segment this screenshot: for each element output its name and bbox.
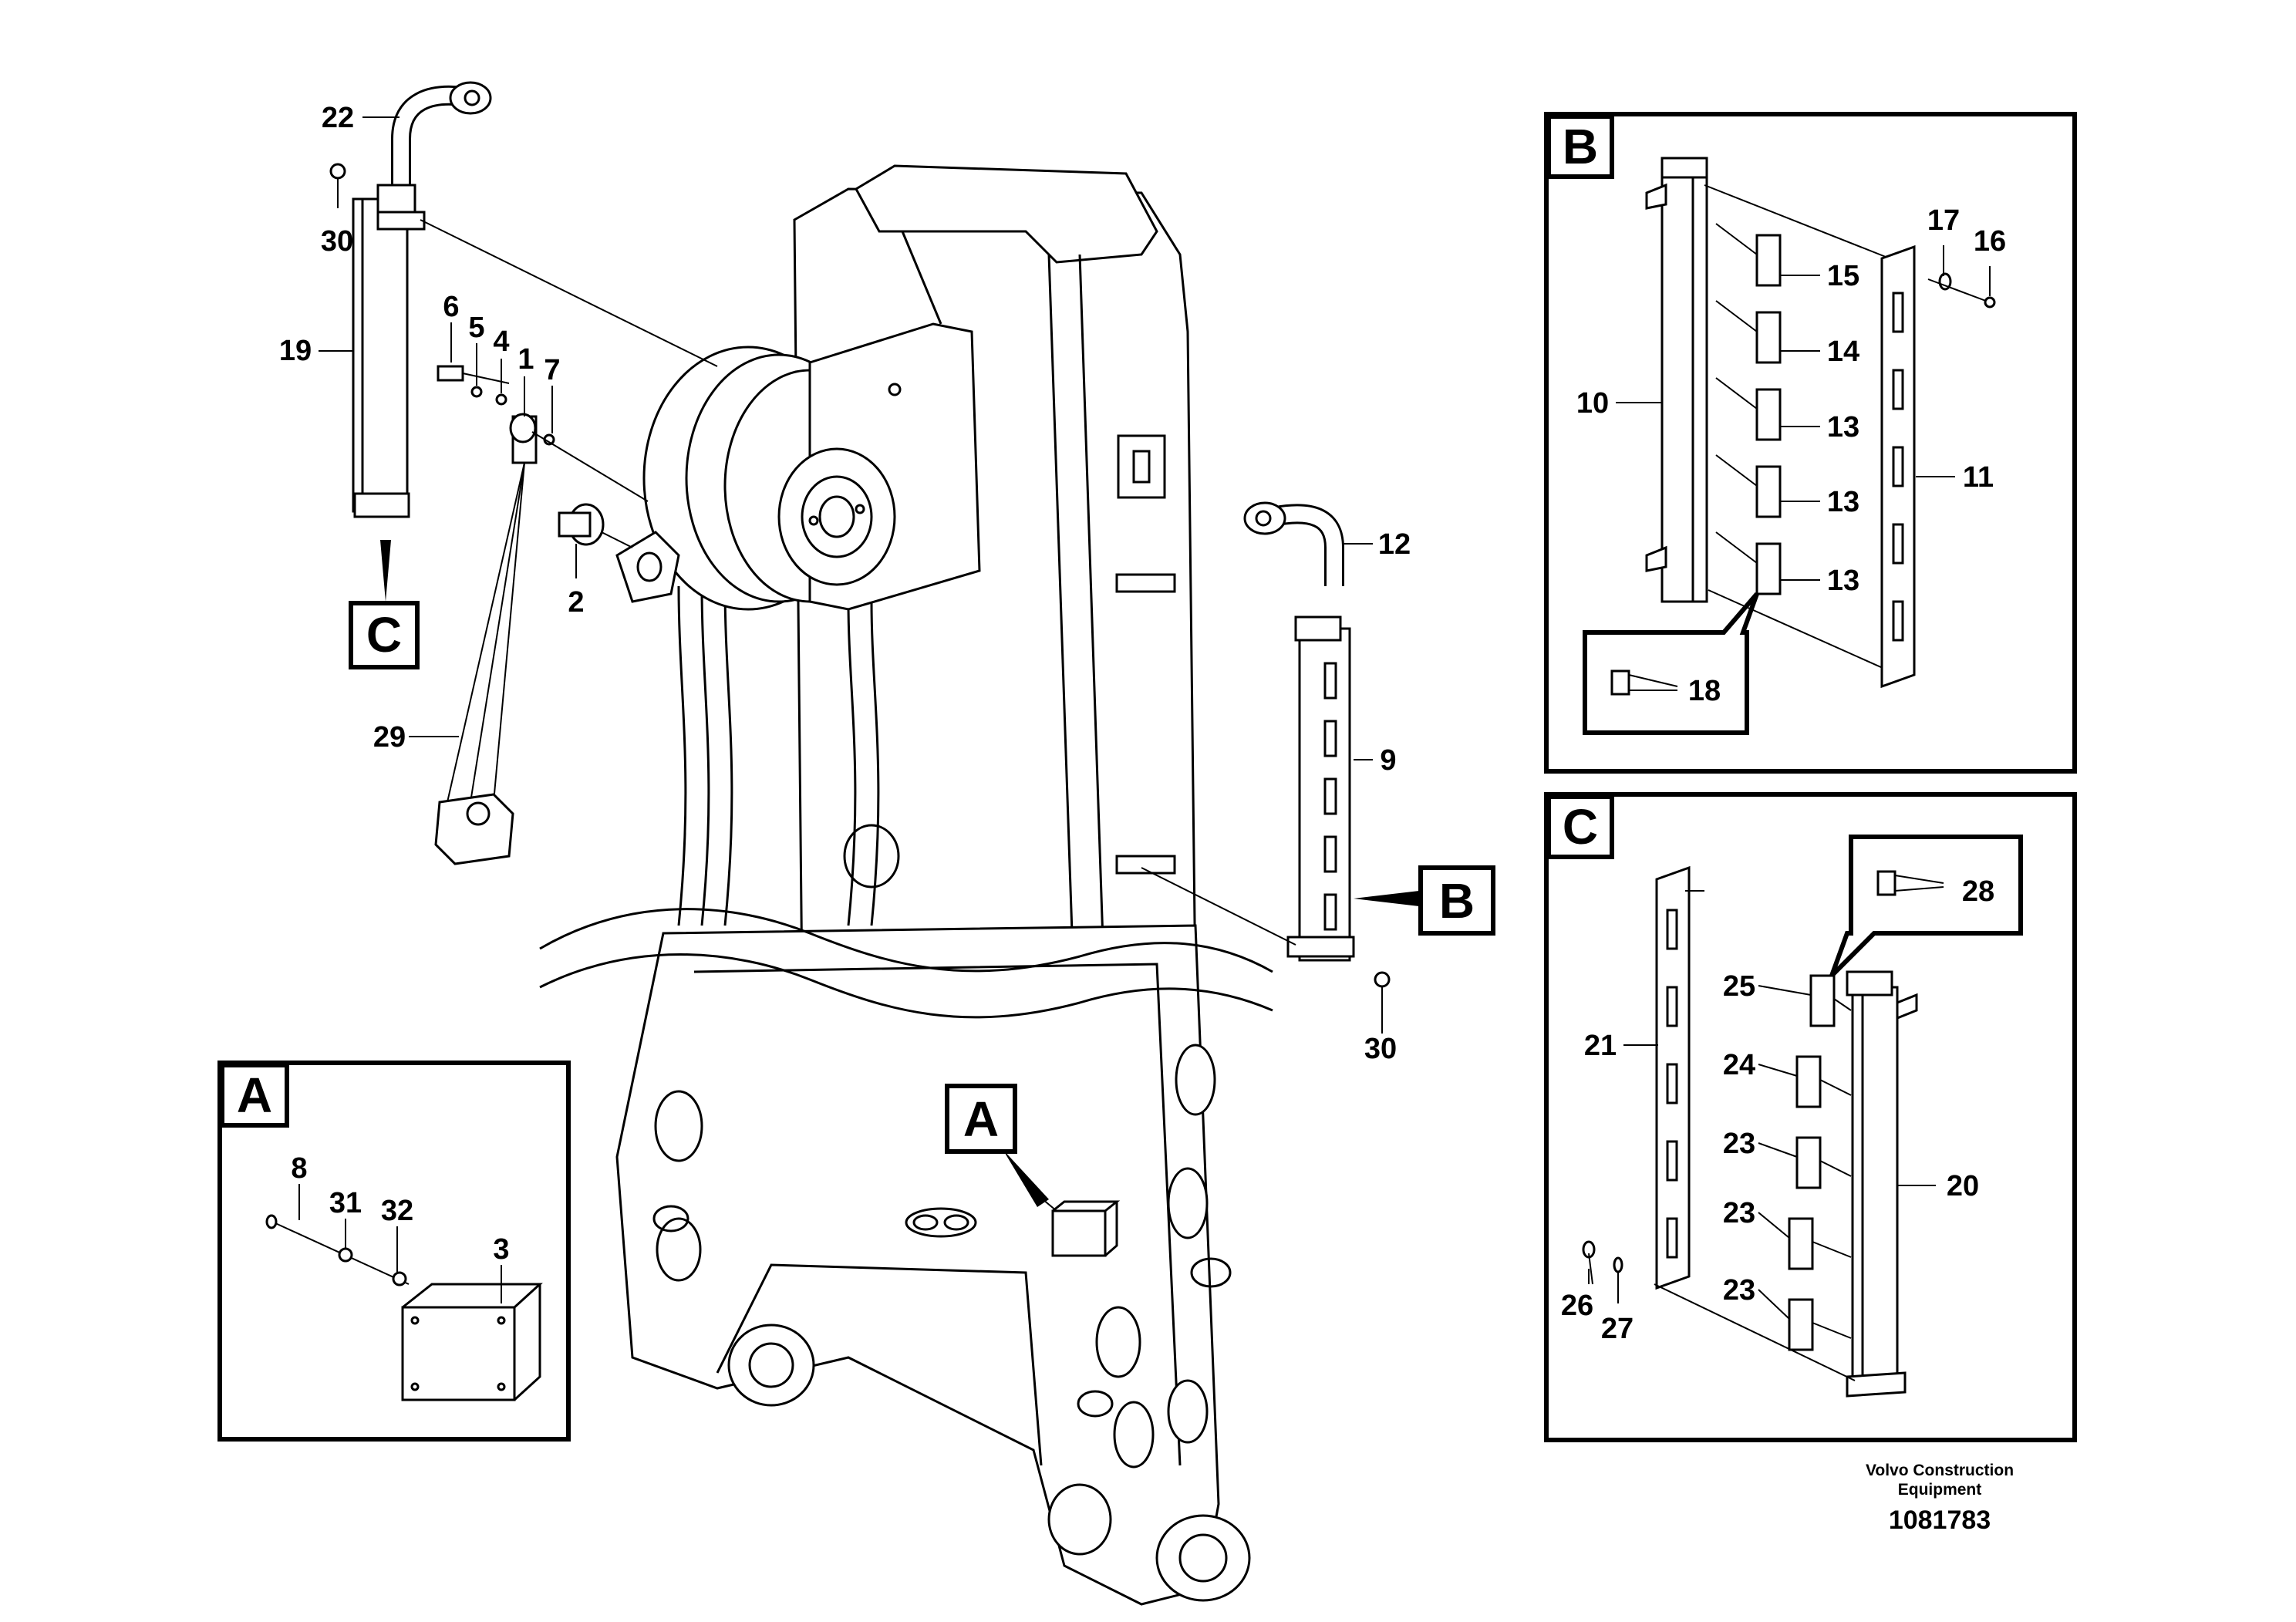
callout-23: 23: [1723, 1128, 1755, 1160]
callout-16: 16: [1974, 225, 2006, 258]
callout-numbers: 22 30 19 6 5 4 1 7 2 29 12 9 30 10 15 14…: [279, 102, 2006, 1345]
svg-text:A: A: [237, 1067, 272, 1123]
callout-13: 13: [1827, 565, 1859, 597]
callout-17: 17: [1927, 204, 1960, 237]
callout-8: 8: [291, 1152, 307, 1185]
callout-28: 28: [1962, 875, 1994, 908]
callout-21: 21: [1584, 1030, 1617, 1062]
tag-a-panel: A: [220, 1063, 289, 1128]
callout-2: 2: [568, 586, 584, 619]
callout-22: 22: [322, 102, 354, 134]
callout-4: 4: [493, 325, 509, 358]
company-name-line1: Volvo Construction: [1866, 1462, 2014, 1479]
tag-b-main: B: [1354, 865, 1495, 936]
callout-25: 25: [1723, 970, 1755, 1003]
callout-12: 12: [1378, 528, 1411, 561]
callout-23: 23: [1723, 1274, 1755, 1307]
detail-panel-a: [217, 1061, 571, 1442]
svg-text:B: B: [1439, 873, 1475, 929]
callout-6: 6: [443, 291, 459, 323]
callout-20: 20: [1947, 1170, 1979, 1202]
callout-31: 31: [329, 1187, 362, 1219]
tag-c-panel: C: [1546, 794, 1614, 859]
callout-26: 26: [1561, 1290, 1593, 1322]
drawing-number: 1081783: [1889, 1506, 1991, 1535]
callout-24: 24: [1723, 1049, 1755, 1081]
tag-c-main: C: [349, 540, 420, 669]
sheave-assembly: [615, 322, 981, 611]
callout-30-right: 30: [1364, 1033, 1397, 1065]
callout-29: 29: [373, 721, 406, 754]
tag-a-main: A: [945, 1084, 1049, 1207]
detail-panel-b: [1544, 112, 2077, 774]
callout-15: 15: [1827, 260, 1859, 292]
callout-23: 23: [1723, 1197, 1755, 1229]
hose-12: [1243, 501, 1344, 586]
callout-14: 14: [1827, 336, 1859, 368]
tag-b-panel: B: [1546, 114, 1614, 179]
svg-text:B: B: [1563, 119, 1598, 174]
callout-13: 13: [1827, 486, 1859, 518]
callout-11: 11: [1963, 461, 1994, 494]
company-name-line2: Equipment: [1898, 1481, 1982, 1499]
bolt-30-right: [1374, 971, 1391, 1018]
lamp-bar-19: [352, 184, 426, 518]
footer: Volvo Construction Equipment 1081783: [1866, 1462, 2014, 1535]
callout-13: 13: [1827, 411, 1859, 443]
callout-10: 10: [1576, 387, 1609, 420]
callout-3: 3: [493, 1233, 509, 1266]
callout-7: 7: [544, 354, 560, 386]
callout-1: 1: [518, 343, 534, 376]
hose-22: [391, 81, 492, 185]
connector-29: [434, 793, 514, 865]
callout-9: 9: [1380, 744, 1396, 777]
callout-18: 18: [1688, 675, 1721, 707]
svg-text:C: C: [1563, 799, 1598, 855]
callout-5: 5: [468, 312, 484, 344]
detail-panel-c: [1544, 792, 2077, 1442]
callout-27: 27: [1601, 1313, 1633, 1345]
callout-32: 32: [381, 1195, 413, 1227]
svg-text:C: C: [366, 607, 402, 663]
callout-30: 30: [321, 225, 353, 258]
sensor-assembly-1-7: [437, 365, 649, 803]
lamp-bar-9: [1286, 615, 1355, 962]
callout-19: 19: [279, 335, 312, 367]
svg-text:A: A: [963, 1091, 999, 1147]
